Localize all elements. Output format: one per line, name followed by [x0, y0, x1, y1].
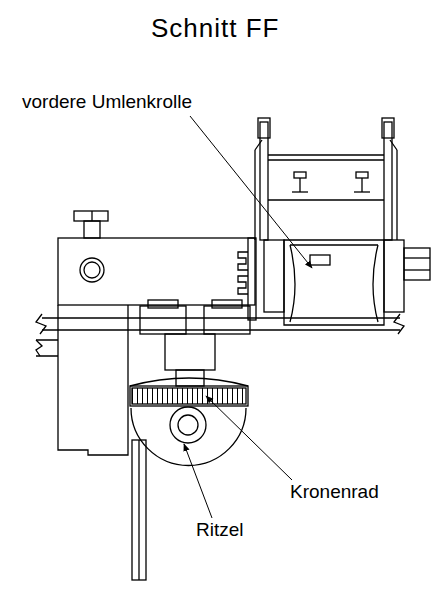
section-title: Schnitt FF — [151, 14, 279, 43]
motor-bracket — [36, 305, 146, 580]
part-name: Kronenrad — [290, 482, 379, 503]
carriage-block — [58, 211, 256, 320]
pulley-frame — [255, 118, 397, 240]
base-plate — [36, 300, 404, 334]
leader-line — [190, 116, 312, 268]
leader-line — [206, 396, 292, 480]
crown-wheel — [130, 378, 248, 406]
part-name: Ritzel — [196, 520, 244, 541]
deflection-pulley — [264, 240, 430, 325]
leader-line — [184, 444, 212, 518]
part-name: vordere Umlenkrolle — [22, 92, 192, 113]
